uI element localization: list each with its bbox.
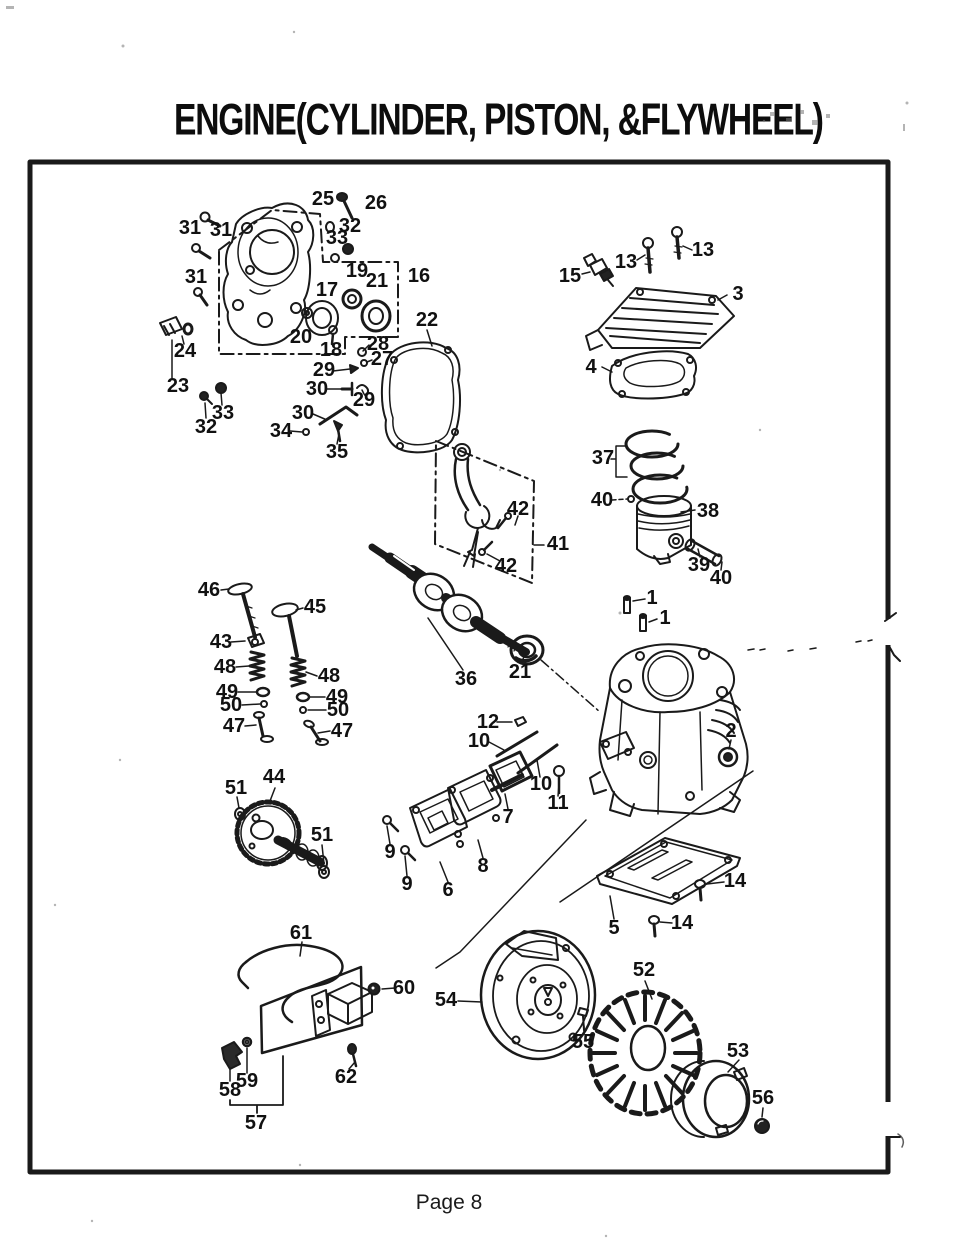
diagram-frame [27,159,905,1175]
page-title: ENGINE(CYLINDER, PISTON, &FLYWHEEL) [174,94,824,144]
connecting-rod-group [453,443,545,568]
crankshaft-group [368,543,601,713]
camshaft-group [234,787,330,879]
upper-left-fasteners [159,192,354,419]
cylinder-block-group [589,595,749,817]
crankcase-gasket [380,329,461,454]
phantom-boxes [218,209,535,584]
scan-noise [6,6,909,1238]
pulley-group [670,1059,770,1139]
fan-group [587,980,703,1117]
flywheel-group [457,929,597,1061]
breather-group [382,716,565,883]
crankcase-cover [222,202,392,346]
mount-plate-group [435,770,754,969]
valve-train [220,582,331,746]
mid-hardware [289,344,373,445]
ignition-group [221,941,396,1114]
cylinder-head-group [581,226,735,400]
piston-group [610,429,723,571]
page-number: Page 8 [415,1191,483,1214]
